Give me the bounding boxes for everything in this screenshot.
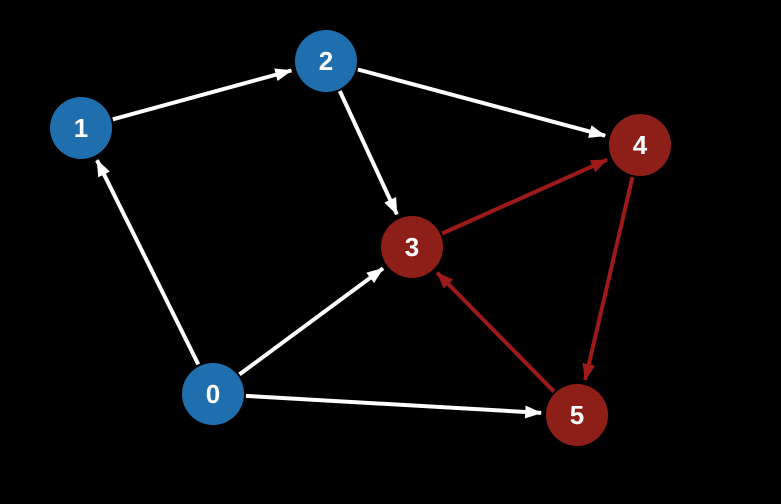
node-layer: 0 1 2 3 4 5 — [50, 30, 671, 446]
edge-0-3 — [238, 266, 385, 377]
node-label-2: 2 — [319, 46, 333, 76]
node-label-4: 4 — [633, 130, 648, 160]
edge-layer — [95, 67, 635, 419]
graph-node-0 — [182, 363, 244, 425]
node-label-0: 0 — [206, 379, 220, 409]
node-label-5: 5 — [570, 400, 584, 430]
graph-node-1 — [50, 97, 112, 159]
edge-1-2 — [112, 68, 293, 122]
edge-0-5 — [245, 393, 543, 419]
edge-2-3 — [337, 90, 399, 216]
edge-3-4 — [441, 157, 609, 236]
graph-node-2 — [295, 30, 357, 92]
graph-node-3 — [381, 216, 443, 278]
node-label-3: 3 — [405, 232, 419, 262]
edge-5-3 — [435, 271, 556, 393]
graph-node-5 — [546, 384, 608, 446]
node-label-1: 1 — [74, 113, 88, 143]
edge-2-4 — [357, 67, 607, 138]
edge-4-5 — [582, 176, 635, 381]
graph-node-4 — [609, 114, 671, 176]
edge-0-1 — [95, 159, 201, 366]
